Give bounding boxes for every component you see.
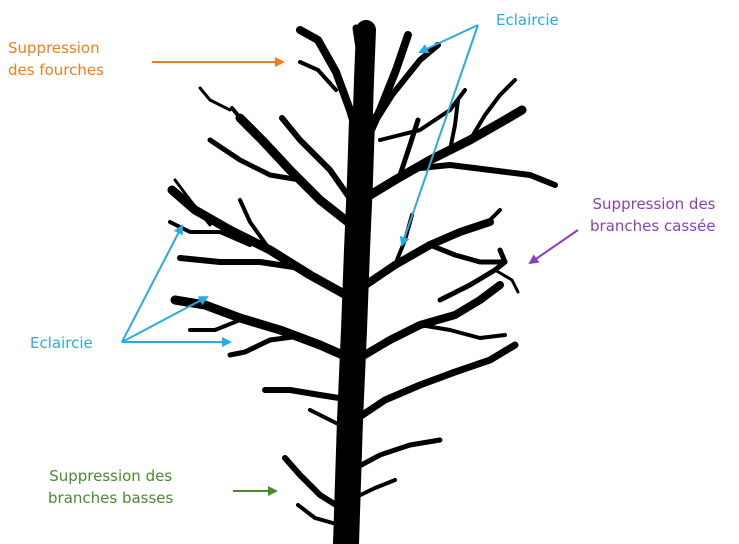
forks-label-line1: Suppression: [8, 39, 100, 57]
broken-label-line1: Suppression des: [592, 195, 716, 213]
thinning-left-text: Eclaircie: [30, 334, 93, 352]
thinning-top-arrow-2: [399, 24, 479, 247]
low-label-line2: branches basses: [48, 489, 174, 507]
thinning-top-text: Eclaircie: [496, 11, 559, 29]
thinning-top-arrow-1: [418, 24, 479, 54]
broken-label-line2: branches cassée: [590, 217, 716, 235]
broken-branches-label: Suppression des branches cassée: [590, 193, 715, 237]
low-branch: [282, 455, 347, 513]
thinning-left-label: Eclaircie: [30, 332, 93, 354]
low-branches-label: Suppression des branches basses: [48, 465, 173, 509]
thinning-top-label: Eclaircie: [496, 9, 559, 31]
forks-label-line2: des fourches: [8, 61, 104, 79]
forks-label: Suppression des fourches: [8, 37, 104, 81]
thinning-left-arrow-1: [121, 224, 183, 343]
broken-arrow: [528, 229, 579, 265]
thinning-left-arrow-2: [121, 296, 209, 343]
tree: [167, 20, 558, 544]
low-label-line1: Suppression des: [49, 467, 173, 485]
